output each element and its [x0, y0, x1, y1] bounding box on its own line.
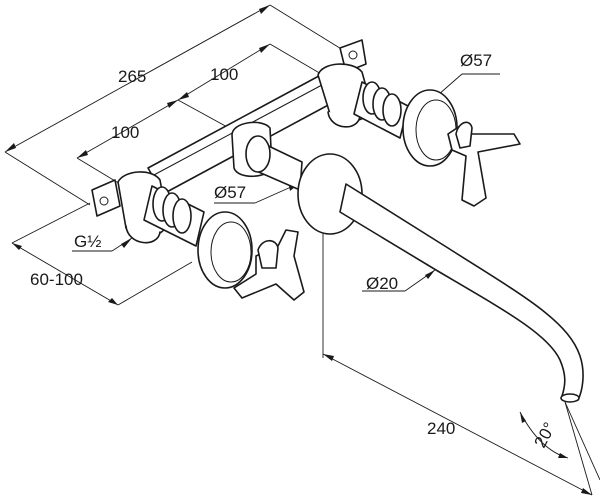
bracket-hole-icon	[99, 196, 109, 206]
bracket-hole-icon	[348, 50, 358, 60]
left-valve-assembly	[143, 185, 305, 301]
spout-outlet	[560, 393, 580, 403]
label-spout-diameter: Ø20	[366, 274, 398, 293]
label-rosette-right: Ø57	[460, 51, 492, 70]
spout-connector	[231, 121, 303, 191]
label-spout-angle: 20°	[531, 419, 560, 451]
label-upper-spacing: 100	[210, 65, 238, 84]
left-wall-bracket	[91, 179, 121, 217]
label-spout-projection: 240	[427, 419, 455, 438]
label-connection-thread: G½	[74, 232, 101, 251]
label-wall-depth: 60-100	[30, 270, 83, 289]
dimension-labels: 265 100 100 Ø57 Ø57 G½ 60-100 Ø20 240 20…	[30, 51, 559, 451]
right-valve-assembly	[353, 81, 521, 207]
spout-assembly	[297, 153, 584, 403]
label-rosette-left: Ø57	[214, 183, 246, 202]
left-rosette	[197, 211, 253, 289]
label-overall-width: 265	[118, 67, 146, 86]
label-lower-spacing: 100	[111, 123, 139, 142]
